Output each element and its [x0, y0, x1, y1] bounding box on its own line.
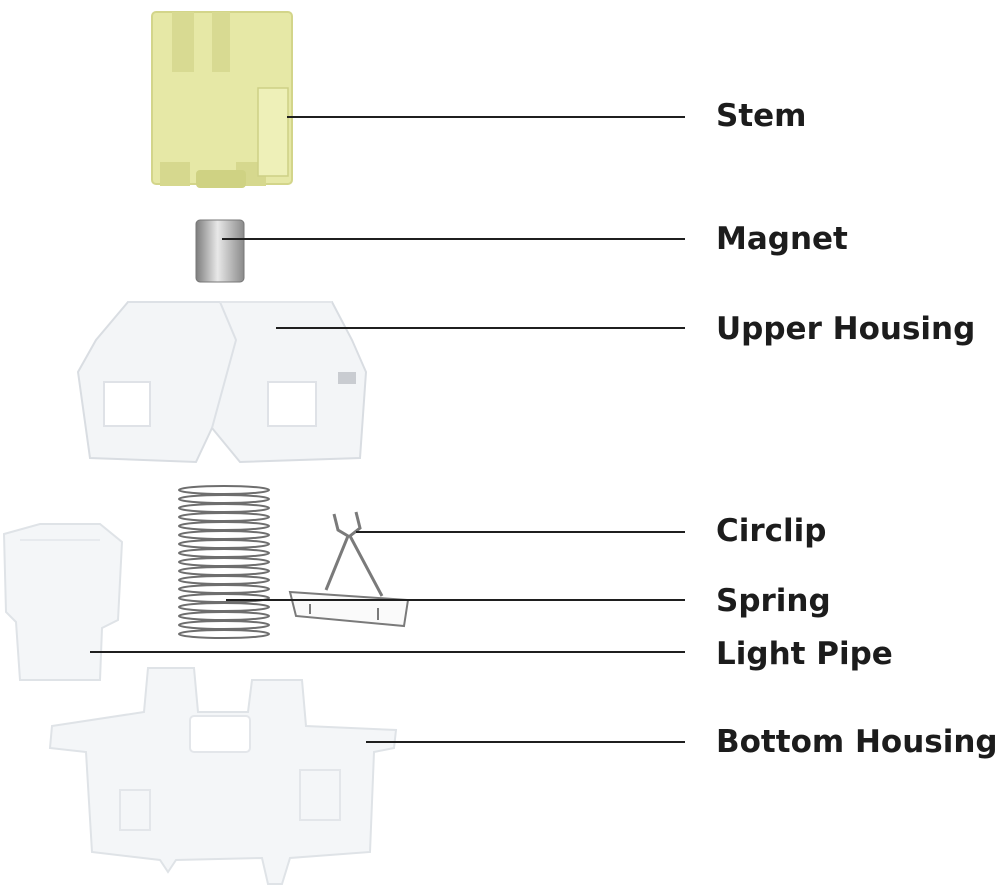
spring-coil	[178, 539, 270, 549]
spring-coil	[178, 503, 270, 513]
spring-coil	[178, 530, 270, 540]
magnet-part	[195, 219, 245, 283]
spring-coil	[178, 611, 270, 621]
spring-coil	[178, 557, 270, 567]
light-pipe-leader-line	[90, 651, 685, 653]
spring-label: Spring	[716, 583, 831, 619]
upper-housing-part	[76, 301, 368, 464]
stem-label: Stem	[716, 98, 807, 134]
spring-leader-line	[226, 599, 685, 601]
bottom-housing-leader-line	[366, 741, 685, 743]
light-pipe-part	[2, 523, 124, 681]
spring-coil	[178, 584, 270, 594]
spring-coil	[178, 620, 270, 630]
spring-coil	[178, 512, 270, 522]
bottom-housing-label: Bottom Housing	[716, 724, 998, 760]
upper-housing-leader-line	[276, 327, 685, 329]
circlip-leader-line	[356, 531, 685, 533]
spring-part	[178, 485, 270, 639]
spring-coil	[178, 629, 270, 639]
spring-coil	[178, 494, 270, 504]
spring-coil	[178, 602, 270, 612]
circlip-label: Circlip	[716, 513, 827, 549]
stem-leader-line	[287, 116, 685, 118]
circlip-part	[288, 511, 410, 628]
magnet-leader-line	[222, 238, 685, 240]
spring-coil	[178, 575, 270, 585]
light-pipe-label: Light Pipe	[716, 636, 893, 672]
stem-part	[151, 11, 293, 188]
spring-coil	[178, 548, 270, 558]
bottom-housing-part	[48, 667, 398, 885]
spring-coil	[178, 566, 270, 576]
magnet-label: Magnet	[716, 221, 848, 257]
spring-coil	[178, 521, 270, 531]
spring-coil	[178, 485, 270, 495]
upper-housing-label: Upper Housing	[716, 311, 976, 347]
